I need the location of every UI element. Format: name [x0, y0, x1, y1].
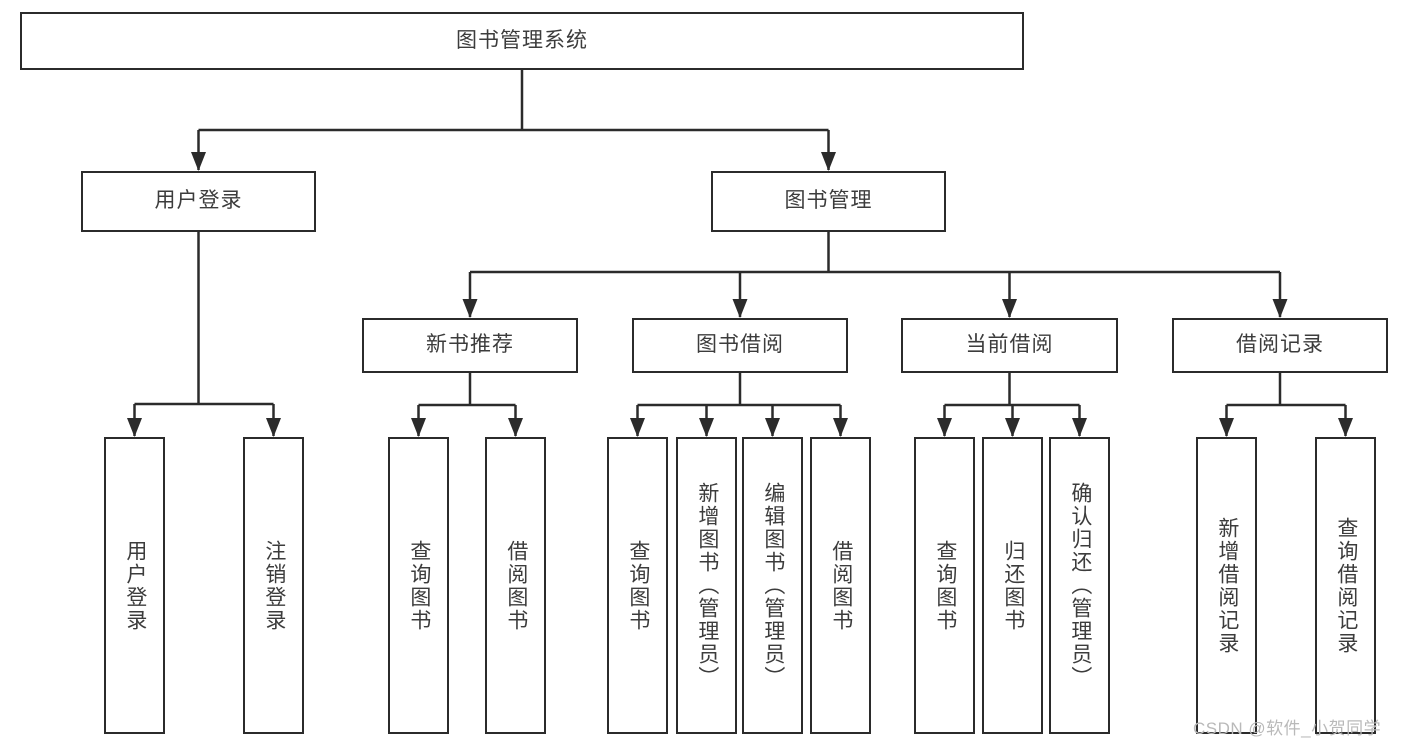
node-label: 编辑图书（管理员） [761, 482, 785, 689]
node-l-cu-confirm[interactable]: 确认归还（管理员） [1049, 437, 1110, 734]
node-l-cu-query[interactable]: 查询图书 [914, 437, 975, 734]
arrow-head-l-bo-lend [833, 418, 848, 437]
node-label: 查询图书 [933, 539, 957, 632]
arrow-head-l-bo-add [699, 418, 714, 437]
node-label: 新增借阅记录 [1215, 516, 1239, 655]
node-label: 图书管理 [784, 189, 873, 213]
arrow-head-l-re-add [1219, 418, 1234, 437]
arrow-head-bookmgmt [821, 152, 836, 171]
node-label: 借阅图书 [504, 539, 528, 632]
node-login[interactable]: 用户登录 [81, 171, 316, 232]
arrow-head-l-bo-query [630, 418, 645, 437]
node-l-cu-return[interactable]: 归还图书 [982, 437, 1043, 734]
node-l-bo-add[interactable]: 新增图书（管理员） [676, 437, 737, 734]
node-label: 注销登录 [262, 539, 286, 632]
arrow-head-borrow [732, 299, 748, 318]
node-l-bo-edit[interactable]: 编辑图书（管理员） [742, 437, 803, 734]
node-l-logout[interactable]: 注销登录 [243, 437, 304, 734]
arrow-head-l-nb-borrow [508, 418, 523, 437]
node-label: 新书推荐 [426, 333, 514, 357]
node-l-bo-lend[interactable]: 借阅图书 [810, 437, 871, 734]
node-newbook[interactable]: 新书推荐 [362, 318, 578, 373]
arrow-head-records [1272, 299, 1288, 318]
node-l-re-add[interactable]: 新增借阅记录 [1196, 437, 1257, 734]
watermark-text: CSDN @软件_小贺同学 [1193, 719, 1382, 738]
node-label: 用户登录 [123, 539, 147, 632]
node-label: 归还图书 [1001, 539, 1025, 632]
node-records[interactable]: 借阅记录 [1172, 318, 1388, 373]
arrow-head-login [191, 152, 206, 171]
node-label: 借阅记录 [1236, 333, 1324, 357]
arrow-head-newbook [462, 299, 478, 318]
arrow-head-l-re-query [1338, 418, 1353, 437]
node-l-nb-borrow[interactable]: 借阅图书 [485, 437, 546, 734]
node-label: 当前借阅 [965, 333, 1054, 357]
node-label: 图书借阅 [696, 333, 784, 357]
arrow-head-l-login [127, 418, 142, 437]
arrow-head-l-logout [266, 418, 281, 437]
node-label: 用户登录 [154, 189, 243, 213]
arrow-head-current [1002, 299, 1017, 318]
node-label: 新增图书（管理员） [695, 482, 719, 689]
arrow-head-l-cu-return [1005, 418, 1020, 437]
node-root[interactable]: 图书管理系统 [20, 12, 1024, 70]
node-l-nb-query[interactable]: 查询图书 [388, 437, 449, 734]
node-label: 查询借阅记录 [1334, 516, 1358, 655]
node-l-re-query[interactable]: 查询借阅记录 [1315, 437, 1376, 734]
arrow-head-l-cu-confirm [1072, 418, 1087, 437]
node-label: 借阅图书 [829, 539, 853, 632]
node-label: 图书管理系统 [456, 28, 588, 52]
node-label: 确认归还（管理员） [1068, 482, 1092, 689]
arrow-head-l-bo-edit [765, 418, 780, 437]
arrow-head-l-cu-query [937, 418, 952, 437]
node-label: 查询图书 [407, 539, 431, 632]
node-l-bo-query[interactable]: 查询图书 [607, 437, 668, 734]
node-current[interactable]: 当前借阅 [901, 318, 1118, 373]
node-l-login[interactable]: 用户登录 [104, 437, 165, 734]
node-borrow[interactable]: 图书借阅 [632, 318, 848, 373]
node-bookmgmt[interactable]: 图书管理 [711, 171, 946, 232]
arrow-head-l-nb-query [411, 418, 426, 437]
node-label: 查询图书 [626, 539, 650, 632]
